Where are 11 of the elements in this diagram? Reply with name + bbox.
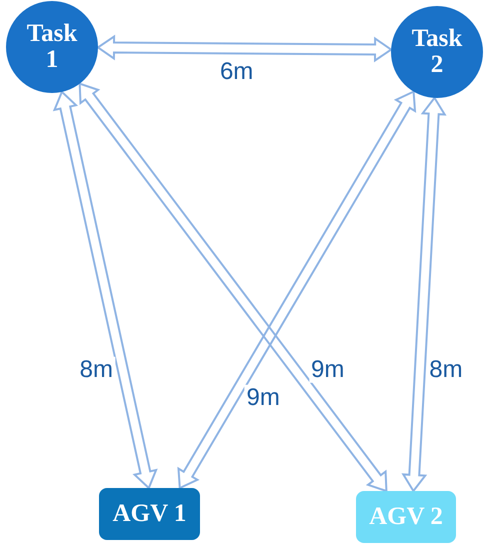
double-arrow — [401, 96, 447, 493]
double-arrow — [78, 82, 388, 492]
agv-box — [356, 491, 456, 543]
agv-box — [99, 488, 200, 540]
double-arrow — [96, 34, 393, 62]
double-arrow — [177, 90, 416, 490]
node-label: Task 1 — [26, 20, 78, 74]
node-label: Task 2 — [410, 26, 464, 78]
node-label: AGV 2 — [368, 504, 444, 530]
node-label: AGV 1 — [112, 500, 188, 528]
double-arrow — [52, 90, 158, 490]
